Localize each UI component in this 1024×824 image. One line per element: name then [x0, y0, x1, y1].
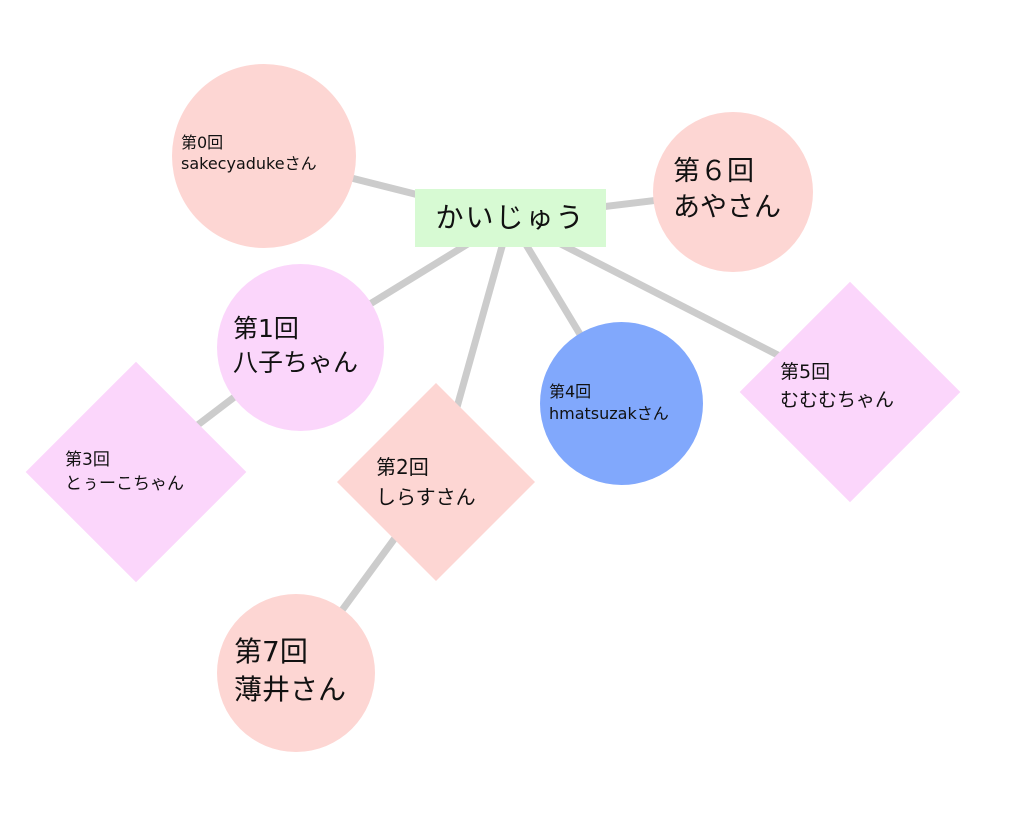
node-root-shape: [415, 189, 606, 247]
node-round-3-text: 第3回 とぅーこちゃん: [58, 394, 214, 550]
node-round-5-name: むむむちゃん: [780, 388, 895, 411]
node-round-7-shape: [217, 594, 375, 752]
node-round-2-text: 第2回 しらすさん: [366, 412, 506, 552]
node-round-0-text: 第0回 sakecyadukeさん: [172, 64, 356, 248]
node-round-2-round: 第2回: [376, 455, 429, 479]
node-round-5-text: 第5回 むむむちゃん: [772, 314, 928, 470]
node-round-3-name: とぅーこちゃん: [65, 473, 184, 494]
node-round-2: 第2回 しらすさん: [337, 383, 535, 581]
node-root: かいじゅう: [415, 189, 606, 247]
node-round-4-shape: [540, 322, 703, 485]
node-round-6-name: あやさん: [673, 192, 781, 223]
node-round-7-name: 薄井さん: [234, 673, 347, 706]
node-round-3: 第3回 とぅーこちゃん: [25, 361, 247, 583]
node-round-7-round: 第7回: [234, 635, 308, 669]
node-root-label: かいじゅう: [435, 201, 586, 235]
node-round-1-shape: [217, 264, 384, 431]
node-round-4-round: 第4回: [549, 381, 592, 401]
node-round-0-shape: [172, 64, 356, 248]
node-round-0: 第0回 sakecyadukeさん: [172, 64, 356, 248]
node-round-1-text: 第1回 八子ちゃん: [217, 264, 384, 431]
node-round-7-text: 第7回 薄井さん: [217, 594, 375, 752]
node-round-6-shape: [653, 112, 813, 272]
node-round-1: 第1回 八子ちゃん: [217, 264, 384, 431]
node-round-5-round: 第5回: [780, 360, 831, 383]
node-round-0-round: 第0回: [181, 132, 224, 152]
node-round-0-name: sakecyadukeさん: [181, 154, 317, 173]
node-round-6-text: 第６回 あやさん: [653, 112, 813, 272]
node-round-6-round: 第６回: [673, 155, 754, 187]
node-round-7: 第7回 薄井さん: [217, 594, 375, 752]
node-round-4-text: 第4回 hmatsuzakさん: [540, 322, 703, 485]
node-root-text: かいじゅう: [415, 189, 606, 247]
node-round-6: 第６回 あやさん: [653, 112, 813, 272]
node-round-3-round: 第3回: [65, 450, 110, 471]
node-round-5: 第5回 むむむちゃん: [739, 281, 961, 503]
node-round-4: 第4回 hmatsuzakさん: [540, 322, 703, 485]
node-round-2-name: しらすさん: [376, 485, 476, 509]
node-round-4-name: hmatsuzakさん: [549, 404, 669, 423]
node-round-1-name: 八子ちゃん: [233, 347, 359, 377]
node-round-1-round: 第1回: [233, 313, 299, 343]
